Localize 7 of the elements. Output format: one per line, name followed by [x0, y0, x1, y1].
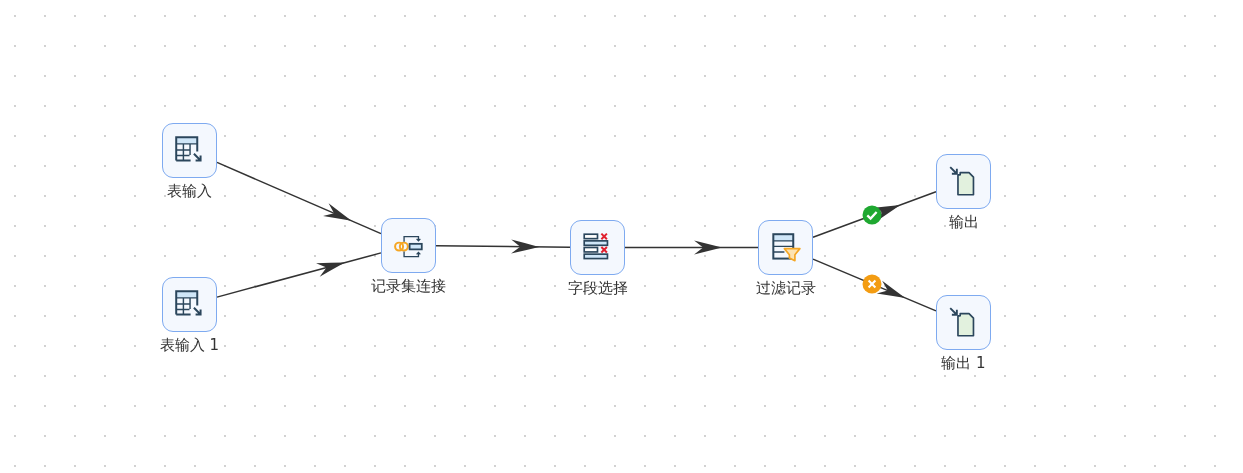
step-label: 过滤记录 [755, 279, 816, 297]
step-label: 输出 [948, 213, 979, 231]
step-label: 字段选择 [567, 279, 628, 297]
step-label: 输出 1 [941, 354, 986, 372]
step-label: 记录集连接 [371, 277, 446, 295]
step-label: 表输入 1 [159, 336, 220, 354]
step-label: 表输入 [167, 182, 212, 200]
